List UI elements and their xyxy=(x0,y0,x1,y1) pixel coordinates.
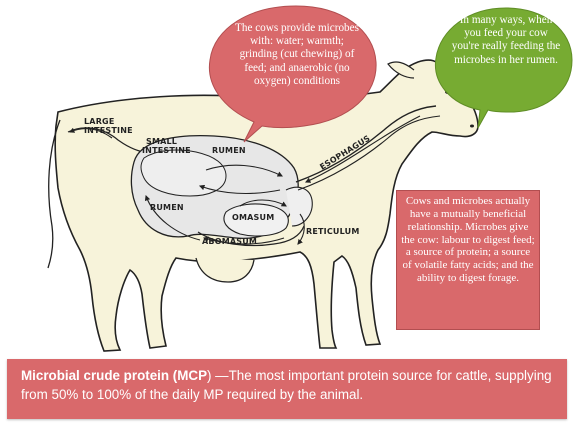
speech-bubble-pink xyxy=(208,5,377,143)
bubble-feeding-microbes-text: In many ways, when you feed your cow you… xyxy=(451,14,561,66)
label-small-intestine-2: INTESTINE xyxy=(142,146,191,155)
flow-arrow-small-intestine xyxy=(144,194,201,241)
label-abomasum: ABOMASUM xyxy=(202,237,257,246)
cow-udder xyxy=(195,257,255,283)
flow-arrow-esophagus xyxy=(304,115,421,183)
cow-ear xyxy=(387,61,415,79)
reticulum-organ xyxy=(285,186,313,227)
bubble-microbes-provision-text: The cows provide microbes with: water; w… xyxy=(235,22,359,87)
flow-arrow-omasum xyxy=(239,199,287,207)
small-intestine-organ xyxy=(140,149,227,197)
flow-arrow-reticulum xyxy=(297,213,305,245)
mcp-box: Microbial crude protein (MCP) —The most … xyxy=(0,359,576,419)
mcp-box-panel: Microbial crude protein (MCP) —The most … xyxy=(7,359,567,419)
mutual-relationship-text: Cows and microbes actually have a mutual… xyxy=(401,195,535,285)
esophagus-organ xyxy=(295,105,437,183)
mcp-term: Microbial crude protein (MCP xyxy=(21,368,207,383)
label-large-intestine-1: LARGE xyxy=(84,117,114,126)
mcp-description: ) —The most important protein source for… xyxy=(21,368,552,402)
label-large-intestine-2: INTESTINE xyxy=(84,126,133,135)
flow-arrow-intestine xyxy=(68,127,113,139)
cow-nostril xyxy=(470,124,474,128)
speech-bubble-green xyxy=(434,7,573,129)
abomasum-organ xyxy=(197,225,305,247)
label-rumen-upper: RUMEN xyxy=(212,146,246,155)
cow-tail xyxy=(47,119,61,269)
flow-arrow-abomasum xyxy=(202,236,285,245)
mutual-relationship-box: Cows and microbes actually have a mutual… xyxy=(396,190,540,330)
flow-arrow-rumen-2 xyxy=(198,184,281,195)
esophagus-organ-inner xyxy=(297,115,441,191)
omasum-organ xyxy=(223,203,289,237)
label-reticulum: RETICULUM xyxy=(306,227,360,236)
label-omasum: OMASUM xyxy=(232,213,274,222)
label-small-intestine-1: SMALL xyxy=(146,137,177,146)
label-rumen-lower: RUMEN xyxy=(150,203,184,212)
flow-arrow-rumen-1 xyxy=(205,164,283,177)
